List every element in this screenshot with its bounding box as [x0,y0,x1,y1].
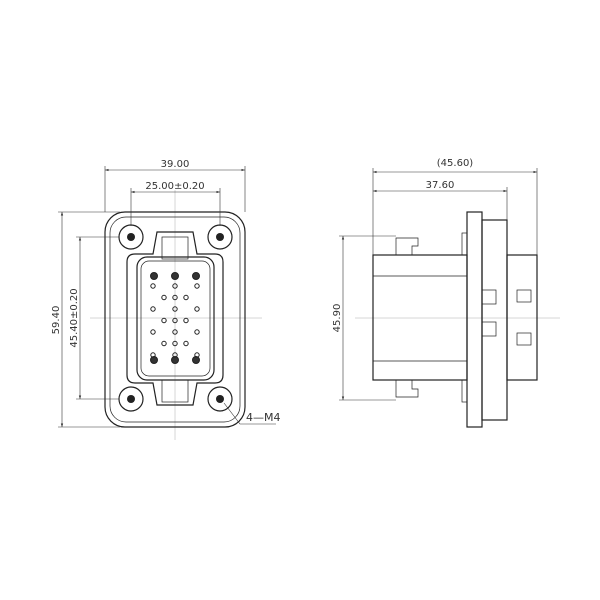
contact-pin [161,294,167,301]
dim-height-label: 59.40 [51,306,62,335]
connector-housing-outline [126,231,224,406]
contact-pin [192,272,200,280]
dim-length-label: 37.60 [426,180,455,191]
side-view [355,211,560,428]
contact-pin [172,317,178,324]
contact-pin [150,352,156,358]
dim-hole-spacing-y-label: 45.40±0.20 [69,288,80,347]
contact-pin [194,283,200,289]
contact-pin [183,317,189,324]
dim-width-label: 39.00 [161,159,190,170]
hole-callout-leader [223,402,276,425]
top-latch-side [395,237,419,255]
top-latch [161,236,189,260]
front-view [90,190,262,440]
contact-pin [150,306,156,312]
contact-pin [172,329,178,335]
rear-clip [516,289,532,303]
contact-pin [150,329,156,335]
contact-pin [194,352,200,358]
contact-pin [194,306,200,312]
contact-pin [172,340,178,347]
contact-pin [172,306,178,312]
contact-pin [161,317,167,324]
dim-body-height-label: 45.90 [332,304,343,333]
rear-body [481,219,508,421]
dim-total-length-label: (45.60) [437,158,474,169]
mounting-hole-center [127,233,135,241]
connector-face-inner [140,260,211,377]
mounting-hole-center [216,395,224,403]
mounting-hole-center [216,233,224,241]
contact-pin [172,352,178,358]
mounting-plate [104,211,246,428]
contact-pin [183,294,189,301]
mounting-hole [207,386,233,412]
contact-pin [192,356,200,364]
mounting-hole-center [127,395,135,403]
contact-pins [150,272,200,364]
contact-pin [171,356,179,364]
contact-pin [183,340,189,347]
hole-callout-label: 4—M4 [246,411,281,424]
connector-face [136,256,215,381]
contact-pin [161,340,167,347]
contact-pin [150,272,158,280]
contact-pin [172,283,178,289]
rear-clip [516,332,532,346]
side-dimensions: (45.60) 37.60 45.90 [332,158,538,401]
contact-pin [150,356,158,364]
rear-connector [506,254,538,381]
plate-inner-edge [109,216,241,423]
bottom-latch-side [395,380,419,398]
contact-pin [172,294,178,301]
contact-pin [194,329,200,335]
dim-hole-spacing-x-label: 25.00±0.20 [145,181,204,192]
front-dimensions: 39.00 25.00±0.20 59.40 45.40±0.20 4—M4 [51,159,281,428]
flange [466,211,483,428]
contact-pin [150,283,156,289]
contact-pin [171,272,179,280]
